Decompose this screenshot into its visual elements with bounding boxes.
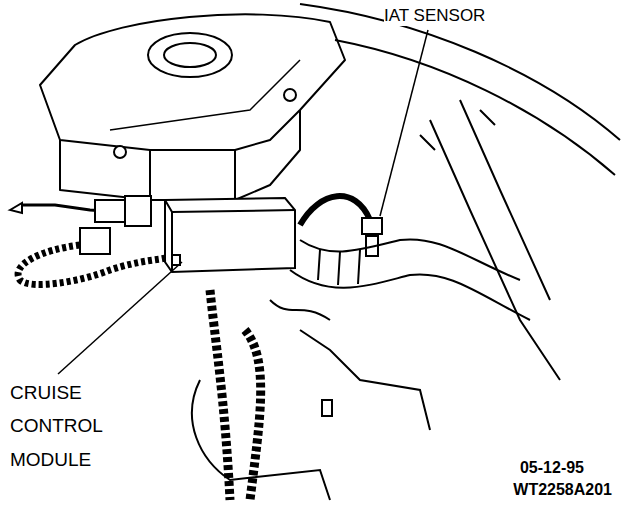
wiring-loom [18, 245, 165, 285]
duct-rib [318, 250, 360, 285]
module-housing [165, 198, 295, 272]
engine-part [192, 380, 330, 500]
bolt [322, 400, 332, 416]
clamp-bolt [284, 89, 296, 101]
fender-line [420, 110, 495, 150]
part-label: IAT SENSOR [384, 6, 485, 26]
leader-line [380, 30, 428, 216]
lid-seam [110, 60, 300, 130]
connector [80, 228, 110, 254]
leader-line [58, 262, 182, 374]
fender-line [460, 100, 550, 300]
connector [125, 196, 151, 226]
fender-line [430, 120, 560, 380]
lower-engine [192, 290, 430, 500]
air-inlet [148, 33, 232, 77]
sensor-wire [300, 196, 370, 225]
fender-line [300, 4, 620, 140]
fender-line [335, 40, 615, 175]
duct-outline [290, 270, 530, 320]
harness-left [10, 196, 165, 285]
engine-part [270, 300, 330, 320]
connector [95, 200, 125, 222]
cruise-module [165, 198, 295, 272]
clamp-bolt [114, 146, 126, 158]
air-cleaner [40, 14, 345, 200]
fender [300, 4, 620, 380]
plug [10, 203, 22, 213]
intake-duct [290, 239, 530, 320]
duct-outline [300, 239, 520, 280]
figure-id: WT2258A201 [513, 480, 612, 499]
engine-part [300, 330, 430, 430]
date-code: 05-12-95 [520, 458, 584, 477]
air-cleaner-body [60, 110, 300, 200]
harness-down [210, 290, 230, 500]
air-inlet-inner [164, 43, 216, 67]
part-label: CRUISE CONTROL MODULE [10, 376, 110, 476]
sensor-connector [362, 218, 382, 234]
harness-down [245, 330, 261, 500]
module-edge [165, 200, 295, 272]
module-tab [172, 255, 180, 265]
air-cleaner-edge [150, 150, 235, 200]
